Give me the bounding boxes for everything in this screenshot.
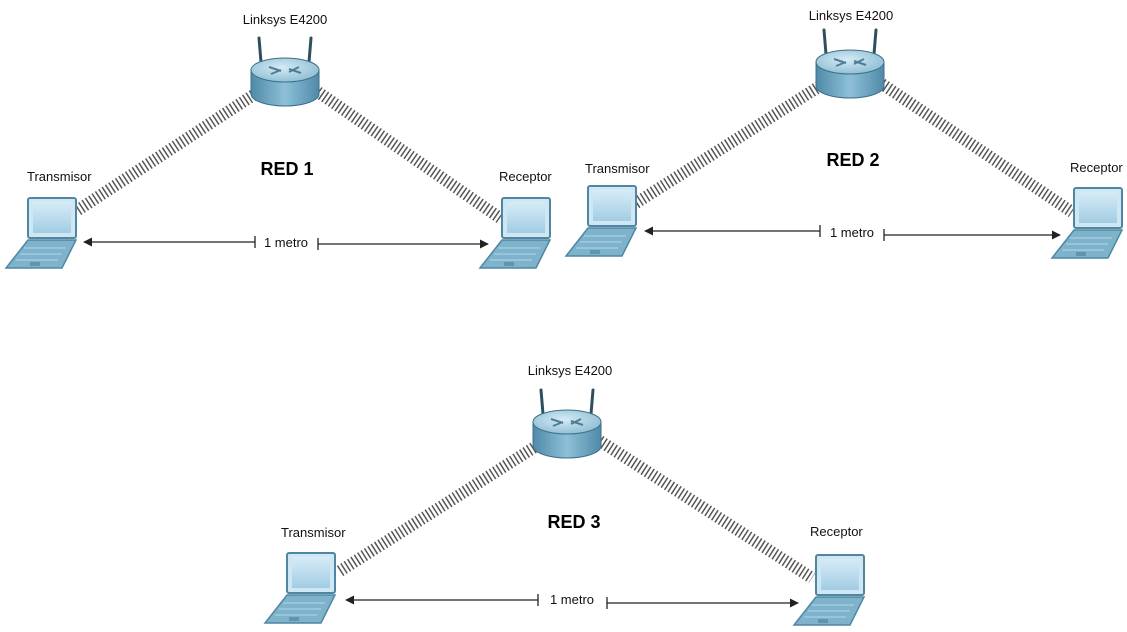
wireless-link-transmitter (74, 86, 262, 216)
network-title: RED 1 (260, 159, 313, 179)
distance-label: 1 metro (264, 235, 308, 250)
network-2: Linksys E4200 Transmisor Receptor RED 2 … (565, 8, 1123, 259)
wireless-link-transmitter (336, 439, 542, 577)
receiver-laptop-icon (793, 554, 865, 626)
network-3: Linksys E4200 Transmisor Receptor RED 3 … (264, 363, 865, 626)
receiver-label: Receptor (1070, 160, 1123, 175)
receiver-label: Receptor (499, 169, 552, 184)
network-1: Linksys E4200 Transmisor Receptor RED 1 … (5, 12, 552, 269)
transmitter-label: Transmisor (27, 169, 92, 184)
router-label: Linksys E4200 (243, 12, 328, 27)
distance-label: 1 metro (550, 592, 594, 607)
distance-label: 1 metro (830, 225, 874, 240)
receiver-label: Receptor (810, 524, 863, 539)
network-title: RED 2 (826, 150, 879, 170)
router-label: Linksys E4200 (528, 363, 613, 378)
transmitter-laptop-icon (264, 552, 336, 624)
wireless-link-receiver (878, 79, 1076, 217)
router-label: Linksys E4200 (809, 8, 894, 23)
receiver-laptop-icon (1051, 187, 1123, 259)
wireless-router-icon (814, 28, 886, 100)
transmitter-laptop-icon (565, 185, 637, 257)
network-title: RED 3 (547, 512, 600, 532)
wireless-link-transmitter (632, 80, 824, 209)
transmitter-laptop-icon (5, 197, 77, 269)
wireless-link-receiver (314, 87, 504, 223)
transmitter-label: Transmisor (585, 161, 650, 176)
wireless-router-icon (531, 388, 603, 460)
transmitter-label: Transmisor (281, 525, 346, 540)
wireless-router-icon (249, 36, 321, 108)
wireless-link-receiver (596, 435, 816, 584)
